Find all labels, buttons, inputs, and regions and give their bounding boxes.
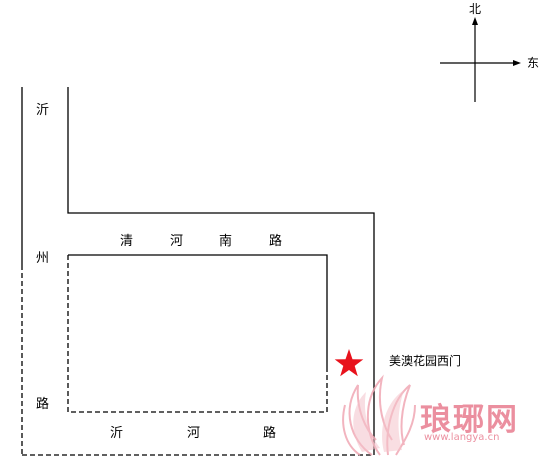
qinghe-south-road-char: 清 [120, 234, 134, 249]
yizhou-road-char: 沂 [36, 103, 50, 118]
qinghe-south-road-char: 河 [170, 234, 184, 249]
solid-roads [21, 87, 375, 455]
yizhou-road-char: 州 [36, 251, 50, 266]
yihe-road-char: 沂 [110, 426, 124, 441]
compass-east-label: 东 [527, 56, 540, 70]
red-star-icon [334, 349, 364, 377]
yihe-road-char: 河 [187, 426, 201, 441]
compass-north-label: 北 [469, 2, 482, 16]
landmark-label: 美澳花园西门 [389, 354, 462, 368]
compass [440, 22, 515, 102]
compass-north-arrow-icon [472, 17, 478, 25]
inner-block-dashed [67, 255, 328, 413]
qinghe-south-road-char: 南 [219, 234, 233, 249]
yizhou-road-char: 路 [36, 397, 50, 412]
outer-road-outline [67, 87, 375, 455]
dashed-roads [21, 255, 374, 456]
watermark-cn-text: 琅琊网 [420, 402, 519, 438]
watermark-url-text: www.langya.cn [424, 432, 500, 443]
qinghe-south-road-char: 路 [269, 234, 283, 249]
inner-block-top-right [68, 254, 328, 370]
langya-flame-logo-fill [353, 390, 404, 452]
yihe-road-char: 路 [263, 426, 277, 441]
compass-east-arrow-icon [513, 60, 521, 66]
